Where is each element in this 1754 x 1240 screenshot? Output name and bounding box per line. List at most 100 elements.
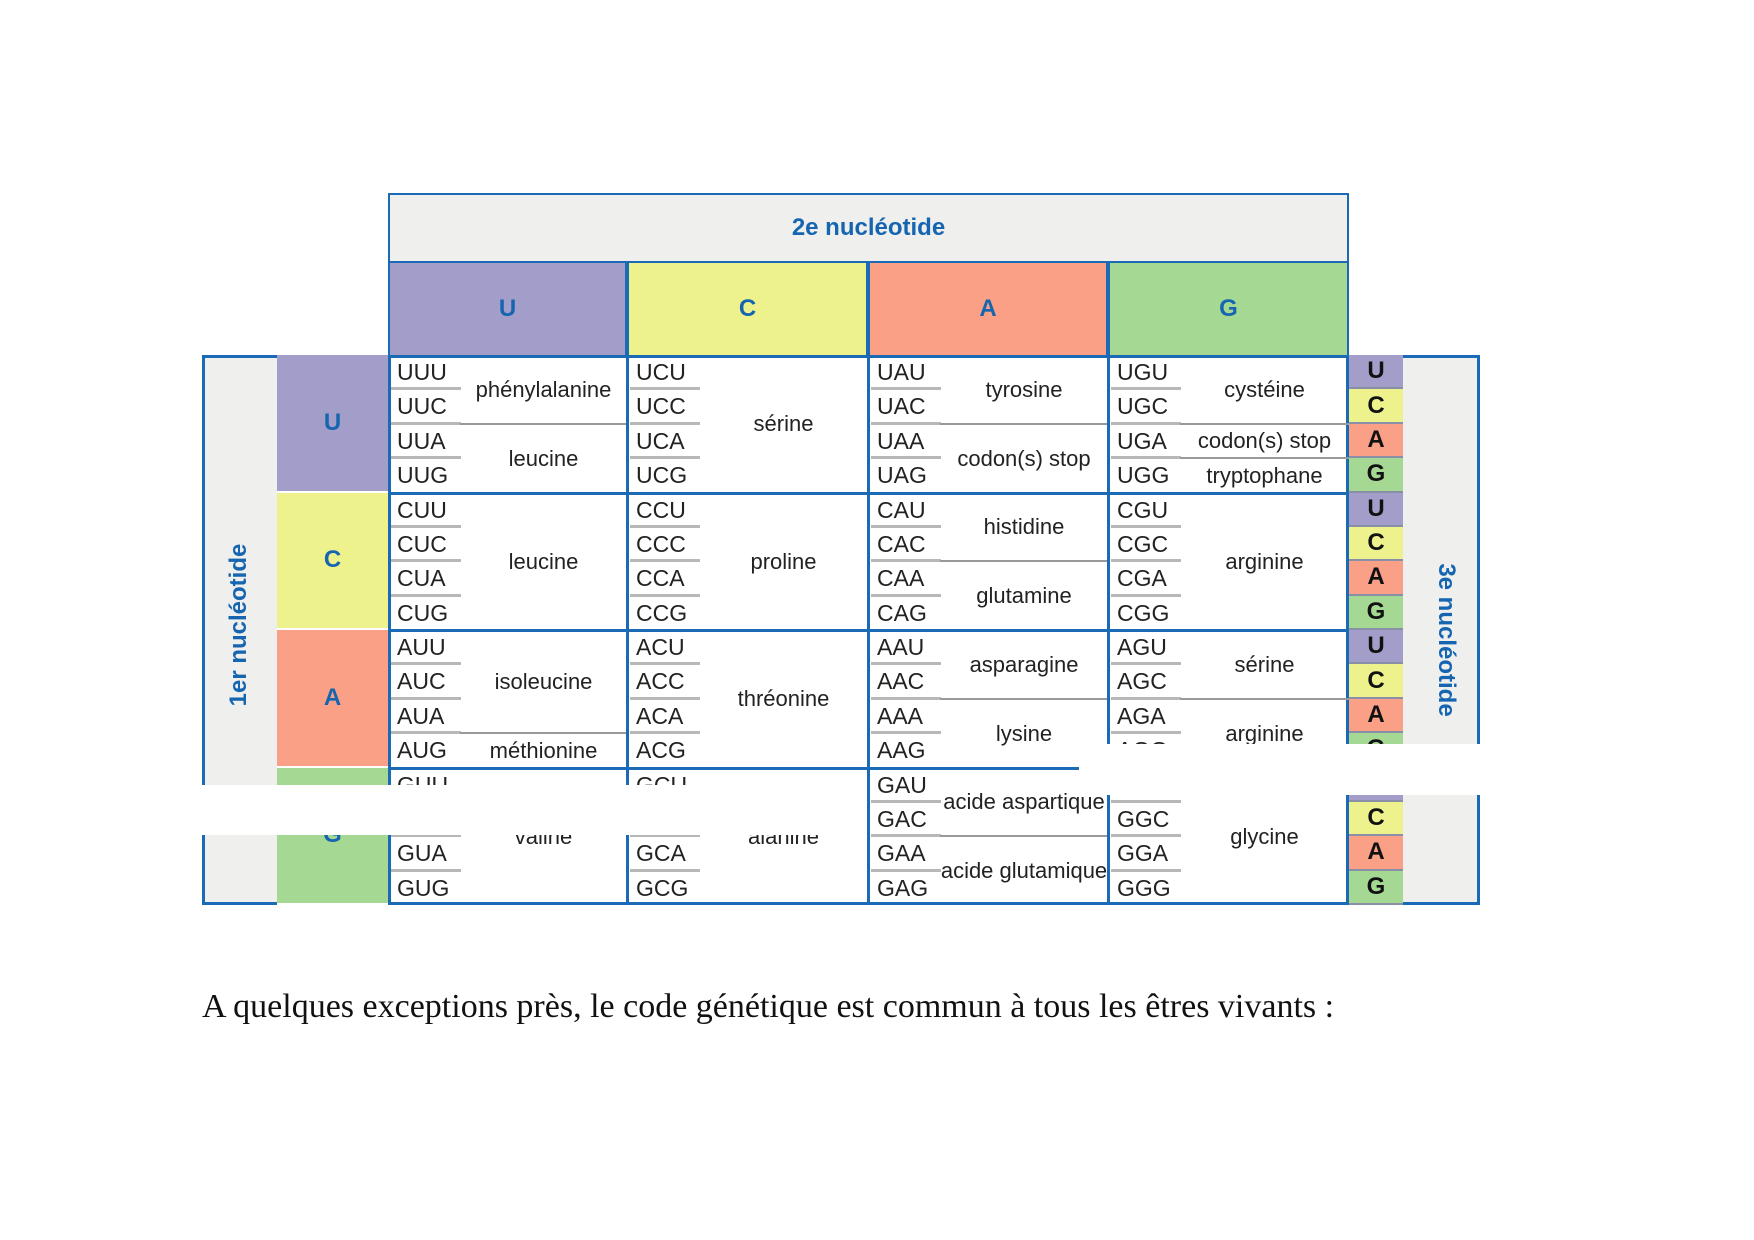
amino-acid: sérine (753, 411, 814, 437)
codon: GGG (1117, 874, 1171, 901)
codon-underline (630, 662, 700, 666)
occlusion-strip (1079, 744, 1499, 795)
codon-underline (391, 456, 461, 460)
group-divider (940, 422, 1108, 425)
row-header-U: U (277, 355, 388, 493)
codon-underline (391, 868, 461, 872)
codon-underline (1111, 696, 1181, 700)
codon-underline (1111, 559, 1181, 563)
amino-acid: codon(s) stop (1197, 428, 1332, 454)
codon: CCU (636, 496, 686, 523)
codon: CCG (636, 599, 688, 626)
amino-acid: histidine (983, 514, 1065, 540)
codon: AAA (877, 702, 924, 729)
amino-acid: lysine (995, 720, 1053, 746)
codon: GGA (1117, 840, 1169, 867)
codon-underline (1111, 834, 1181, 838)
column-divider (626, 767, 629, 905)
third-base-A: A (1349, 423, 1403, 459)
codon: ACC (636, 668, 685, 695)
codon-underline (391, 593, 461, 597)
codon-underline (1111, 593, 1181, 597)
amino-acid: leucine (508, 445, 579, 471)
codon: ACU (636, 634, 685, 660)
group-divider (460, 422, 627, 425)
codon: CUA (397, 565, 446, 592)
codon: AGU (1117, 634, 1167, 660)
codon-underline (391, 834, 461, 838)
amino-acid: acide glutamique (940, 858, 1108, 884)
column-header-C: C (627, 261, 868, 357)
third-base-A: A (1349, 836, 1403, 871)
column-divider (626, 492, 629, 630)
codon-underline (1111, 456, 1181, 460)
codon: CCA (636, 565, 685, 592)
group-divider (1180, 422, 1349, 425)
first-nucleotide-label: 1er nucléotide (225, 543, 252, 707)
codon: CGG (1117, 599, 1170, 626)
codon: UAC (877, 393, 926, 420)
codon: CUG (397, 599, 449, 626)
second-nucleotide-header: 2e nucléotide (388, 193, 1349, 263)
codon: CUC (397, 530, 447, 557)
codon: ACG (636, 737, 686, 764)
codon: AAG (877, 737, 926, 764)
codon: GAA (877, 840, 926, 867)
codon: UCA (636, 427, 685, 454)
third-base-C: C (1349, 526, 1403, 562)
codon-underline (871, 662, 941, 666)
codon-underline (871, 868, 941, 872)
amino-acid: asparagine (969, 651, 1079, 677)
column-header-U: U (388, 261, 627, 357)
codon: AAC (877, 668, 925, 695)
codon-underline (630, 559, 700, 563)
amino-acid: codon(s) stop (957, 445, 1091, 471)
codon: UCC (636, 393, 686, 420)
third-base-A: A (1349, 561, 1403, 596)
amino-acid: tyrosine (985, 376, 1063, 402)
codon-underline (871, 524, 941, 528)
column-divider (626, 630, 629, 768)
codon: CAC (877, 530, 926, 557)
codon-underline (1111, 731, 1181, 735)
codon-underline (630, 731, 700, 735)
codon: GAC (877, 805, 927, 832)
codon-underline (391, 662, 461, 666)
codon: AAU (877, 634, 925, 660)
codon: UGA (1117, 427, 1167, 454)
column-header-A: A (868, 261, 1108, 357)
codon: CAG (877, 599, 927, 626)
codon-underline (391, 524, 461, 528)
group-divider (1180, 457, 1349, 460)
amino-acid: thréonine (737, 686, 830, 712)
row-header-A: A (277, 630, 388, 768)
column-divider (1107, 492, 1110, 630)
codon: UUG (397, 462, 449, 489)
row-header-C: C (277, 492, 388, 630)
third-base-U: U (1349, 355, 1403, 390)
amino-acid: proline (750, 548, 817, 574)
codon-underline (1111, 387, 1181, 391)
third-base-A: A (1349, 698, 1403, 734)
amino-acid: acide aspartique (943, 789, 1105, 815)
codon: UGG (1117, 462, 1170, 489)
amino-acid: tryptophane (1206, 462, 1323, 488)
amino-acid: cystéine (1224, 376, 1305, 402)
amino-acid: sérine (1234, 651, 1295, 677)
group-divider (1180, 697, 1349, 700)
codon: UUU (397, 359, 447, 385)
amino-acid: leucine (508, 548, 579, 574)
third-base-C: C (1349, 664, 1403, 699)
codon: UAU (877, 359, 926, 385)
codon: GUG (397, 874, 450, 901)
codon: CGU (1117, 496, 1169, 523)
codon-underline (630, 387, 700, 391)
codon-underline (630, 456, 700, 460)
amino-acid: glycine (1230, 823, 1299, 849)
group-divider (940, 835, 1108, 838)
codon: CAU (877, 496, 926, 523)
amino-acid: phénylalanine (475, 376, 612, 402)
third-base-U: U (1349, 630, 1403, 665)
codon-underline (630, 593, 700, 597)
column-divider (626, 355, 629, 493)
